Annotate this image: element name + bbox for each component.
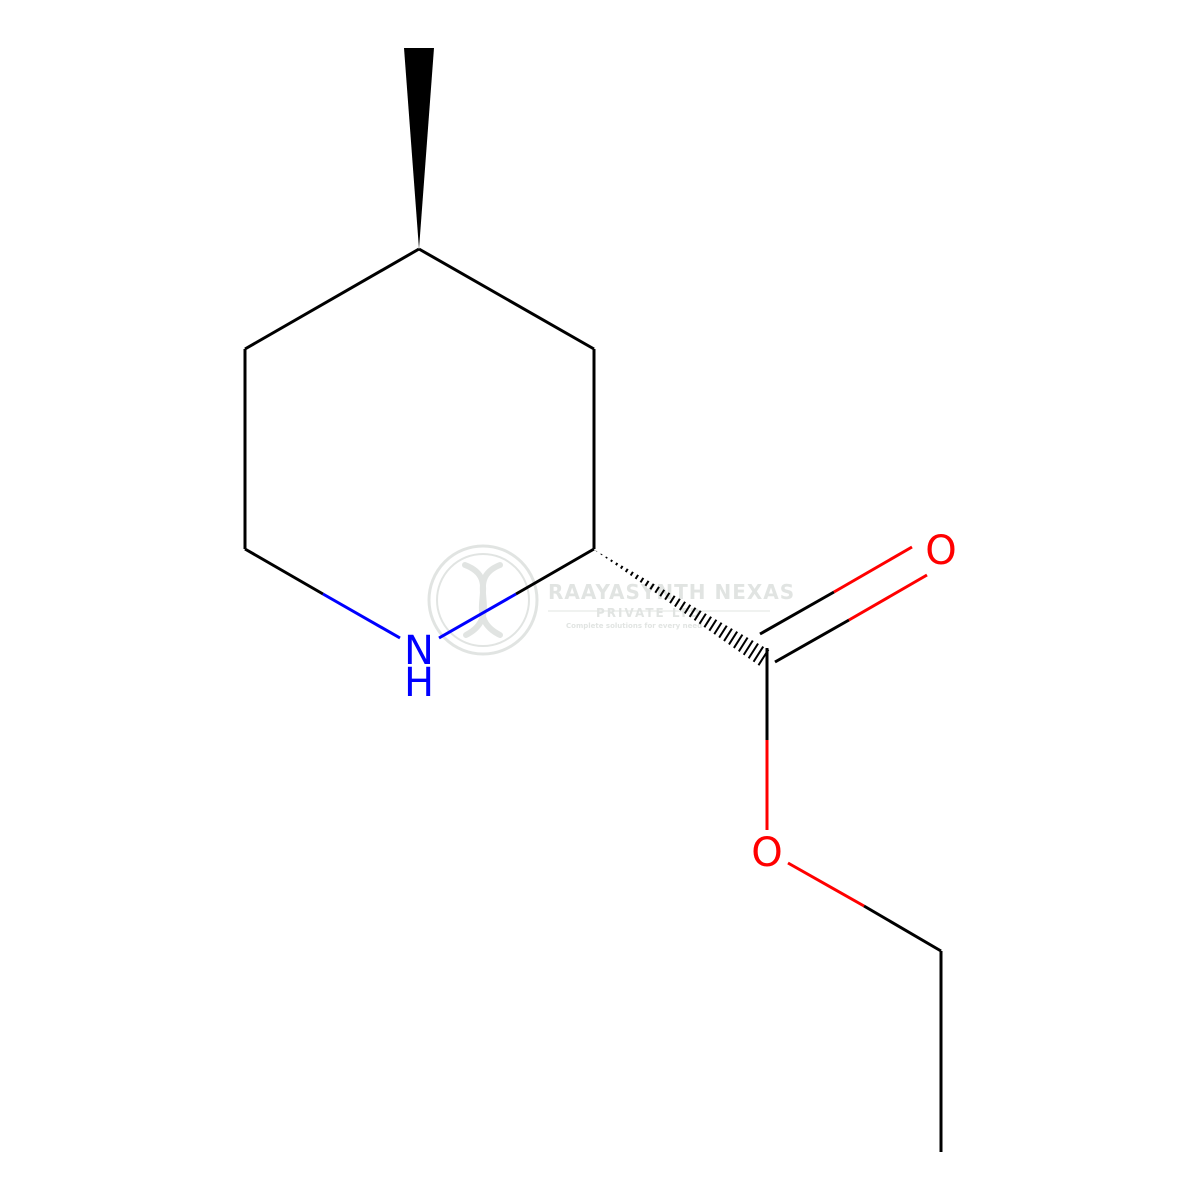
bond-o-ch2-oxygen-half	[787, 861, 865, 908]
watermark-subtitle: PRIVATE LTD	[596, 606, 702, 620]
bond-carbonyl-2-oxygen-half	[848, 573, 928, 622]
bond-c4-c5	[244, 247, 420, 351]
bond-carbonyl-1-oxygen-half	[833, 545, 913, 594]
ester-oxygen-label: O	[751, 830, 782, 876]
bond-n-c2-nitrogen-half	[438, 592, 517, 640]
bond-c6-n-carbon-half	[244, 547, 324, 596]
hashed-wedge-bond-ester	[593, 549, 771, 667]
wedge-bond-methyl	[404, 48, 434, 249]
bond-carbonyl-2-carbon-half	[774, 618, 850, 664]
carbonyl-oxygen-label: O	[925, 528, 956, 574]
watermark-logo-helix-icon	[462, 562, 503, 638]
watermark-tagline: Complete solutions for every need	[566, 622, 702, 630]
nitrogen-hydrogen-label: H	[404, 660, 434, 706]
hash-lines	[593, 549, 771, 667]
bond-carbonyl-1-carbon-half	[759, 590, 835, 636]
watermark-logo-ring-outer	[427, 544, 539, 656]
bond-n-c2-carbon-half	[515, 547, 595, 596]
bond-o-ch2-carbon-half	[863, 904, 942, 953]
watermark-logo-ring-inner	[436, 553, 530, 647]
nitrogen-atom-label: N	[404, 628, 434, 674]
bond-c4-c3	[418, 247, 595, 351]
bond-c6-n-nitrogen-half	[322, 592, 401, 640]
watermark: RAAYASYNTH NEXAS PRIVATE LTD Complete so…	[427, 544, 794, 656]
